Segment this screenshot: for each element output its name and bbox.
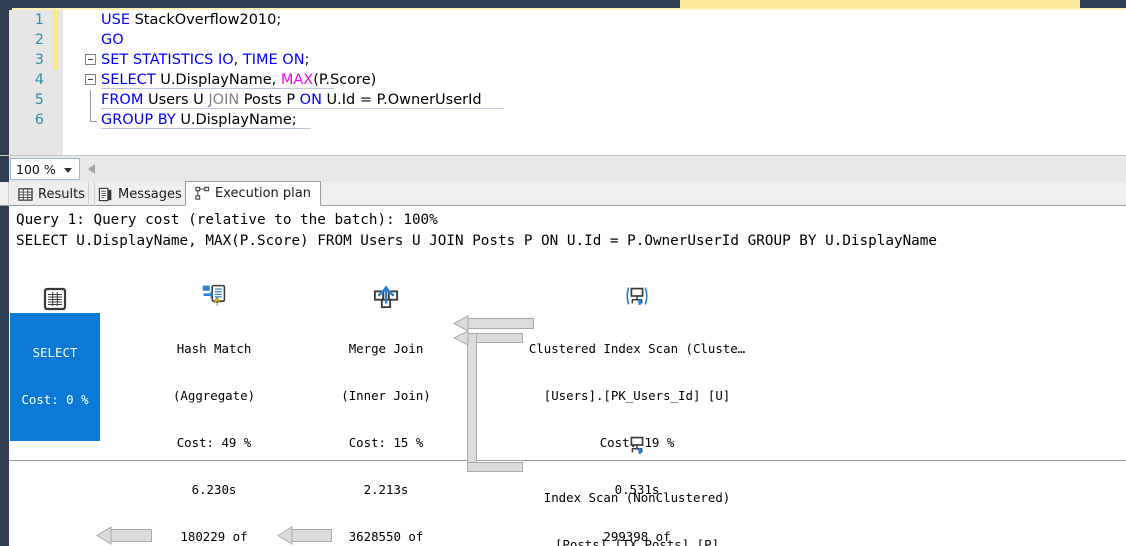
statement-underline [101, 128, 311, 129]
plan-node-merge-join-line-4: 3628550 of [348, 528, 424, 544]
editor-line-text: GROUP BY U.DisplayName; [101, 112, 297, 128]
window-title-underline-left [0, 8, 12, 10]
connector-index-scan-vertical [467, 333, 477, 472]
tab-results[interactable]: Results [8, 182, 95, 206]
plan-node-merge-join[interactable]: Merge Join (Inner Join) Cost: 15 % 2.213… [316, 252, 456, 546]
editor-line-text: SET STATISTICS IO, TIME ON; [101, 52, 310, 68]
connector-arrowhead-mergejoin-top-icon [453, 315, 469, 332]
change-indicator [53, 50, 58, 70]
region-brace [90, 90, 91, 110]
editor-line-text: SELECT U.DisplayName, MAX(P.Score) [101, 72, 377, 88]
line-number-1: 1 [34, 12, 44, 28]
plan-query-text: SELECT U.DisplayName, MAX(P.Score) FROM … [16, 233, 937, 249]
editor-line-2[interactable]: 2 GO [35, 30, 1126, 50]
plan-node-index-scan-line-1: [Posts].[IX_Posts] [P] [554, 537, 720, 546]
collapse-region-icon[interactable] [85, 74, 96, 85]
window-title-underline [0, 8, 1126, 10]
connector-arrowhead-hashmatch-icon [277, 526, 293, 545]
editor-line-text: USE StackOverflow2010; [101, 12, 282, 28]
result-grid-icon [43, 287, 67, 311]
tab-label: Results [38, 186, 85, 202]
statement-underline [101, 88, 334, 89]
plan-node-clustered-index-scan-line-4: 299398 of [603, 528, 671, 544]
zoom-level-value: 100 % [16, 161, 56, 177]
plan-node-clustered-index-scan-line-3: 0.531s [614, 481, 660, 497]
change-indicator [53, 30, 58, 50]
plan-node-clustered-index-scan-line-2: Cost: 19 % [599, 434, 675, 450]
window-title-bar [0, 0, 1126, 8]
editor-line-5[interactable]: 5 FROM Users U JOIN Posts P ON U.Id = P.O… [35, 90, 1126, 110]
plan-node-hash-match-line-2: Cost: 49 % [176, 434, 252, 450]
editor-code-area[interactable]: 1 USE StackOverflow2010; 2 GO 3 SET STATISTIC… [35, 10, 1126, 155]
plan-node-hash-match-line-1: (Aggregate) [172, 388, 256, 404]
collapse-region-icon[interactable] [85, 54, 96, 65]
plan-node-index-scan[interactable]: Index Scan (NonClustered) [Posts].[IX_Po… [504, 401, 770, 546]
change-indicator [53, 10, 58, 30]
line-number-2: 2 [34, 32, 44, 48]
horizontal-scroll-left-arrow-icon[interactable] [88, 164, 95, 174]
chevron-down-icon [64, 168, 72, 173]
zoom-level-dropdown[interactable]: 100 % [10, 158, 80, 180]
plan-node-hash-match-line-4: 180229 of [180, 528, 248, 544]
connector-index-scan-horizontal-bottom [467, 462, 523, 472]
plan-node-select[interactable]: SELECT Cost: 0 % [10, 286, 100, 441]
editor-line-4[interactable]: 4 SELECT U.DisplayName, MAX(P.Score) [35, 70, 1126, 90]
document-icon [98, 187, 113, 202]
editor-left-edge [0, 10, 9, 155]
tab-label: Execution plan [215, 186, 311, 201]
line-number-4: 4 [34, 72, 44, 88]
editor-line-1[interactable]: 1 USE StackOverflow2010; [35, 10, 1126, 30]
plan-node-select-cost: Cost: 0 % [21, 391, 89, 407]
tab-label: Messages [118, 186, 182, 202]
editor-line-text: GO [101, 32, 124, 48]
plan-node-merge-join-line-0: Merge Join [348, 341, 424, 357]
merge-join-icon [373, 285, 399, 309]
region-brace-end [90, 110, 97, 122]
window-title-bar-highlight [680, 0, 1080, 8]
connector-arrowhead-select-icon [96, 526, 112, 545]
plan-node-merge-join-line-1: (Inner Join) [341, 388, 431, 404]
plan-header-divider [9, 460, 1126, 461]
tab-messages[interactable]: Messages [88, 182, 192, 206]
plan-node-hash-match-line-3: 6.230s [191, 481, 237, 497]
plan-node-select-body[interactable]: SELECT Cost: 0 % [10, 313, 100, 441]
plan-node-hash-match-line-0: Hash Match [176, 341, 252, 357]
plan-node-hash-match[interactable]: Hash Match (Aggregate) Cost: 49 % 6.230s… [139, 252, 289, 546]
connector-arrowhead-mergejoin-bottom-icon [453, 330, 469, 346]
tab-execution-plan[interactable]: Execution plan [185, 181, 321, 206]
plan-node-select-label: SELECT [32, 345, 78, 361]
plan-query-cost-label: Query 1: Query cost (relative to the bat… [16, 212, 438, 228]
change-indicator [53, 70, 58, 90]
line-number-3: 3 [34, 52, 44, 68]
plan-node-index-scan-line-0: Index Scan (NonClustered) [543, 490, 731, 506]
statement-underline [101, 108, 504, 109]
plan-node-clustered-index-scan-line-0: Clustered Index Scan (Cluste… [528, 341, 746, 357]
editor-line-3[interactable]: 3 SET STATISTICS IO, TIME ON; [35, 50, 1126, 70]
strip-left-edge [0, 156, 9, 183]
index-scan-icon [630, 436, 644, 455]
query-editor-pane[interactable]: 1 USE StackOverflow2010; 2 GO 3 SET STATISTIC… [0, 10, 1126, 155]
plan-node-clustered-index-scan[interactable]: Clustered Index Scan (Cluste… [Users].[P… [504, 252, 770, 546]
plan-node-merge-join-line-3: 2.213s [363, 481, 409, 497]
plan-tree-icon [195, 186, 210, 201]
change-indicator [53, 110, 58, 130]
change-indicator [53, 90, 58, 110]
editor-status-strip: 100 % [0, 155, 1126, 183]
plan-node-merge-join-line-2: Cost: 15 % [348, 434, 424, 450]
index-scan-icon [626, 287, 648, 306]
plan-node-clustered-index-scan-line-1: [Users].[PK_Users_Id] [U] [543, 388, 731, 404]
line-number-6: 6 [34, 112, 44, 128]
plan-left-edge [0, 206, 9, 546]
results-tab-strip: Results Messages Execution plan [0, 181, 1126, 206]
editor-line-6[interactable]: 6 GROUP BY U.DisplayName; [35, 110, 1126, 130]
execution-plan-pane[interactable]: Query 1: Query cost (relative to the bat… [0, 206, 1126, 546]
hash-match-icon [202, 285, 226, 306]
line-number-5: 5 [34, 92, 44, 108]
editor-line-text: FROM Users U JOIN Posts P ON U.Id = P.Ow… [101, 92, 482, 108]
grid-icon [18, 187, 33, 202]
